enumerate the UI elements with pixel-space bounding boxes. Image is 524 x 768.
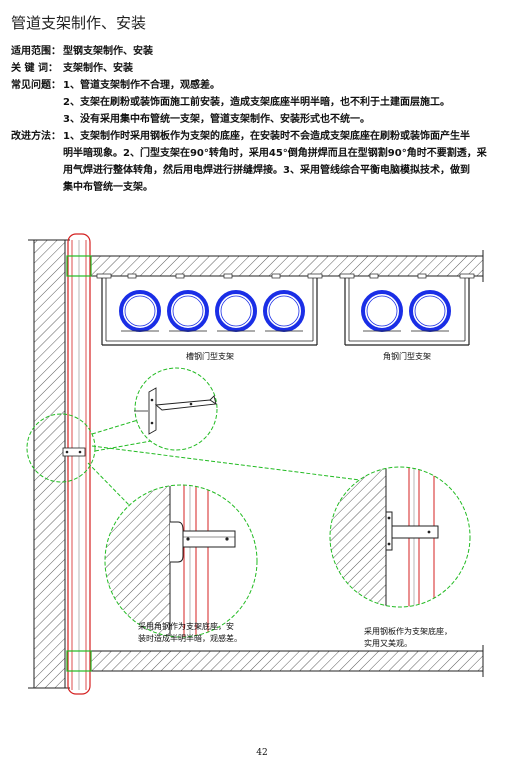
scope-label: 适用范围： (11, 46, 61, 57)
scope-row: 适用范围：型钢支架制作、安装 (11, 43, 153, 60)
keywords-label: 关 键 词： (11, 63, 58, 74)
angle-bracket-3d-icon (148, 387, 218, 435)
channel-steel-bracket (96, 273, 323, 346)
page-number: 42 (256, 748, 268, 758)
method-line: 用气焊进行整体转角，然后用电焊进行拼缝焊接。3、采用管线综合平衡电脑模拟技术，做… (63, 165, 470, 176)
callout-wall (26, 367, 218, 483)
keywords-row: 关 键 词： 支架制作、安装 (11, 60, 133, 77)
keywords-value: 支架制作、安装 (63, 63, 133, 74)
angle-steel-bracket (339, 273, 475, 346)
problem-item: 3、没有采用集中布管统一支架，管道支架制作、安装形式也不统一。 (63, 114, 370, 125)
method-line: 明半暗现象。2、门型支架在90°转角时，采用45°倒角拼焊而且在型钢割90°角时… (63, 148, 487, 159)
pipe-icon (167, 290, 209, 332)
callout-line-right (91, 445, 361, 481)
pipe-icon (263, 290, 305, 332)
wall-bracket-icon (62, 447, 86, 457)
problem-item: 1、管道支架制作不合理，观感差。 (63, 80, 220, 91)
pipe-icon (409, 290, 451, 332)
floor-slab (89, 645, 484, 677)
page-title: 管道支架制作、安装 (11, 14, 147, 32)
method-line: 1、支架制作时采用钢板作为支架的底座，在安装时不会造成支架底座在刷粉或装饰面产生… (63, 131, 470, 142)
scope-value: 型钢支架制作、安装 (63, 46, 153, 57)
callout-plate-base (329, 466, 471, 608)
channel-bracket-label: 槽钢门型支架 (186, 351, 234, 361)
callout-line-left (87, 462, 131, 507)
problem-item: 2、支架在刷粉或装饰面施工前安装，造成支架底座半明半暗，也不利于土建面层施工。 (63, 97, 450, 108)
method-line: 集中布管统一支架。 (63, 182, 153, 193)
pipe-icon (119, 290, 161, 332)
problems-label: 常见问题： (11, 80, 61, 91)
pipe-sleeve-icon (66, 255, 92, 672)
method-label: 改进方法： (11, 131, 61, 142)
pipe-cross-sections (119, 290, 451, 332)
wall (28, 239, 70, 689)
caption-left-line: 采用角钢作为支架底座，安 (138, 621, 234, 631)
caption-right-line: 实用又美观。 (364, 638, 412, 648)
riser-pipe (67, 233, 91, 695)
ceiling-hangers (127, 273, 427, 279)
caption-left-line: 装时造成半明半暗，观感差。 (138, 633, 242, 643)
pipe-icon (361, 290, 403, 332)
pipe-icon (215, 290, 257, 332)
caption-right-line: 采用钢板作为支架底座， (364, 626, 452, 636)
angle-bracket-label: 角钢门型支架 (383, 351, 431, 361)
